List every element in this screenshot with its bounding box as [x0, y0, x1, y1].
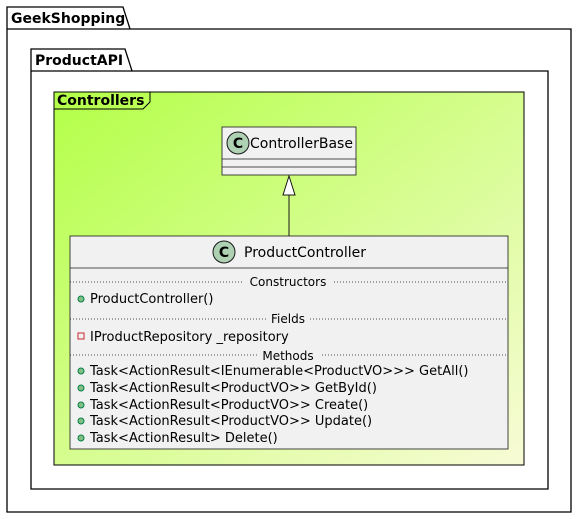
- public-visibility-icon: [77, 417, 85, 425]
- method-item: Task<ActionResult> Delete(): [89, 431, 278, 446]
- public-visibility-icon: [77, 295, 85, 303]
- class-stereotype-letter: C: [219, 245, 229, 261]
- method-item: Task<ActionResult<ProductVO>> Update(): [89, 414, 372, 429]
- public-visibility-icon: [77, 434, 85, 442]
- package-title-productapi: ProductAPI: [35, 53, 123, 69]
- private-visibility-icon: [77, 332, 85, 340]
- class-productcontroller[interactable]: C ProductController Constructors Product…: [69, 235, 509, 450]
- section-label-constructors: Constructors: [250, 275, 327, 289]
- section-label-fields: Fields: [271, 312, 305, 326]
- class-stereotype-icon: [226, 131, 250, 155]
- method-item: Task<ActionResult<IEnumerable<ProductVO>…: [89, 364, 468, 379]
- package-title-geekshopping: GeekShopping: [11, 11, 125, 27]
- inheritance-arrow: [282, 174, 296, 236]
- field-item: IProductRepository _repository: [90, 330, 289, 345]
- section-label-methods: Methods: [262, 349, 313, 363]
- constructor-item: ProductController(): [90, 292, 213, 307]
- public-visibility-icon: [77, 401, 85, 409]
- class-name-controllerbase: ControllerBase: [250, 136, 353, 152]
- public-visibility-icon: [77, 367, 85, 375]
- method-item: Task<ActionResult<ProductVO>> GetById(): [89, 381, 377, 396]
- public-visibility-icon: [77, 384, 85, 392]
- class-name-productcontroller: ProductController: [244, 245, 366, 261]
- method-item: Task<ActionResult<ProductVO>> Create(): [89, 398, 368, 413]
- frame-title-controllers: Controllers: [57, 93, 144, 109]
- class-stereotype-icon: [212, 240, 236, 264]
- method-list: Task<ActionResult<IEnumerable<ProductVO>…: [77, 364, 468, 446]
- class-controllerbase[interactable]: C ControllerBase: [221, 126, 357, 176]
- class-stereotype-letter: C: [233, 136, 243, 152]
